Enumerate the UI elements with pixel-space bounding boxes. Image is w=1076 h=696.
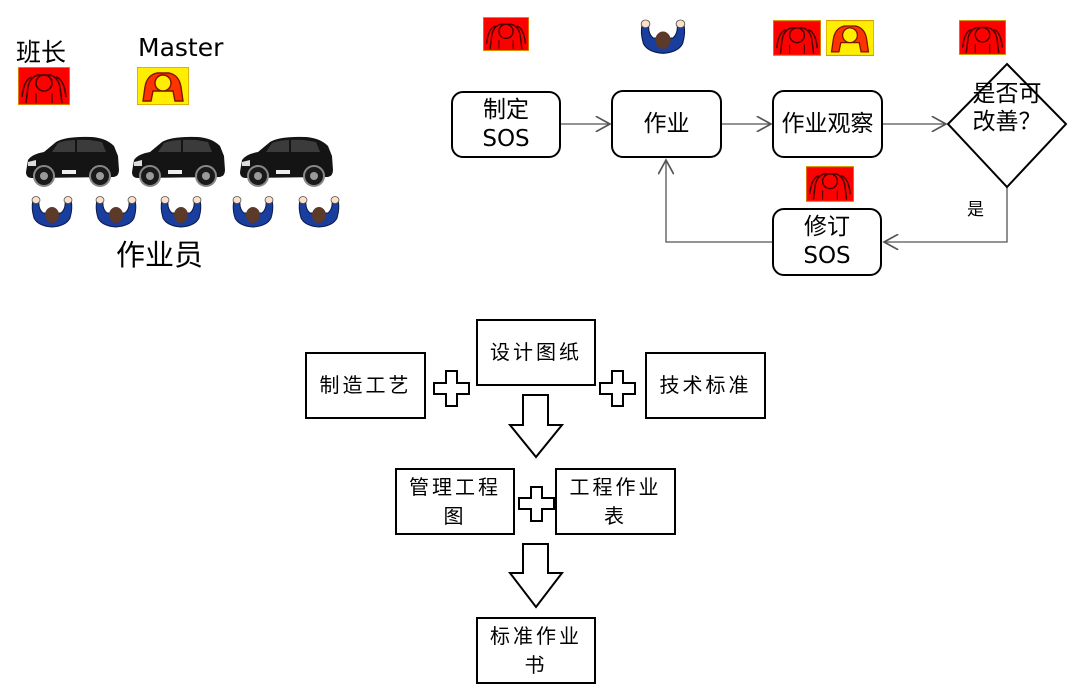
down-arrow-icon	[507, 543, 565, 609]
doc-label: 标准作业书	[490, 623, 582, 677]
doc-management-chart: 管理工程图	[395, 468, 515, 535]
leader-badge-icon	[806, 166, 854, 202]
master-badge-icon	[826, 20, 874, 56]
worker-icon	[95, 196, 137, 228]
down-arrow-icon	[507, 394, 565, 459]
doc-sop: 标准作业书	[476, 617, 596, 684]
flow-arrow	[884, 184, 1008, 242]
doc-process: 制造工艺	[305, 352, 426, 419]
flow-step-label: 作业	[643, 110, 690, 137]
doc-design-drawing: 设计图纸	[476, 319, 596, 386]
leader-label: 班长	[16, 38, 67, 67]
worker-icon	[232, 196, 274, 228]
flow-step-label: 修订SOS	[803, 214, 851, 269]
leader-badge-icon	[18, 67, 70, 105]
plus-icon	[599, 370, 636, 407]
car-icon	[236, 130, 336, 192]
worker-icon	[31, 196, 73, 228]
workers-label: 作业员	[116, 238, 204, 272]
decision-label: 是否可改善？	[972, 81, 1042, 135]
master-badge-icon	[137, 67, 189, 105]
doc-label: 工程作业表	[569, 474, 662, 528]
plus-icon	[433, 370, 470, 407]
decision-diamond	[946, 62, 1068, 189]
worker-icon	[640, 19, 686, 54]
flow-step-label: 制定SOS	[482, 96, 530, 152]
yes-label: 是	[967, 200, 984, 220]
plus-icon	[518, 486, 555, 522]
flow-step-define-sos: 制定SOS	[451, 91, 561, 158]
doc-work-table: 工程作业表	[555, 468, 676, 535]
doc-label: 管理工程图	[409, 474, 501, 528]
car-icon	[22, 130, 122, 192]
flow-step-work: 作业	[611, 90, 722, 158]
car-icon	[128, 130, 228, 192]
worker-icon	[160, 196, 202, 228]
worker-icon	[298, 196, 340, 228]
leader-badge-icon	[773, 20, 821, 56]
leader-badge-icon	[483, 17, 529, 51]
flow-step-label: 作业观察	[781, 110, 874, 137]
leader-badge-icon	[959, 20, 1006, 55]
doc-tech-standard: 技术标准	[645, 352, 766, 419]
flow-arrow	[666, 160, 772, 243]
master-label: Master	[138, 33, 224, 62]
flow-step-observe: 作业观察	[772, 90, 883, 158]
flow-step-revise-sos: 修订SOS	[772, 208, 882, 276]
